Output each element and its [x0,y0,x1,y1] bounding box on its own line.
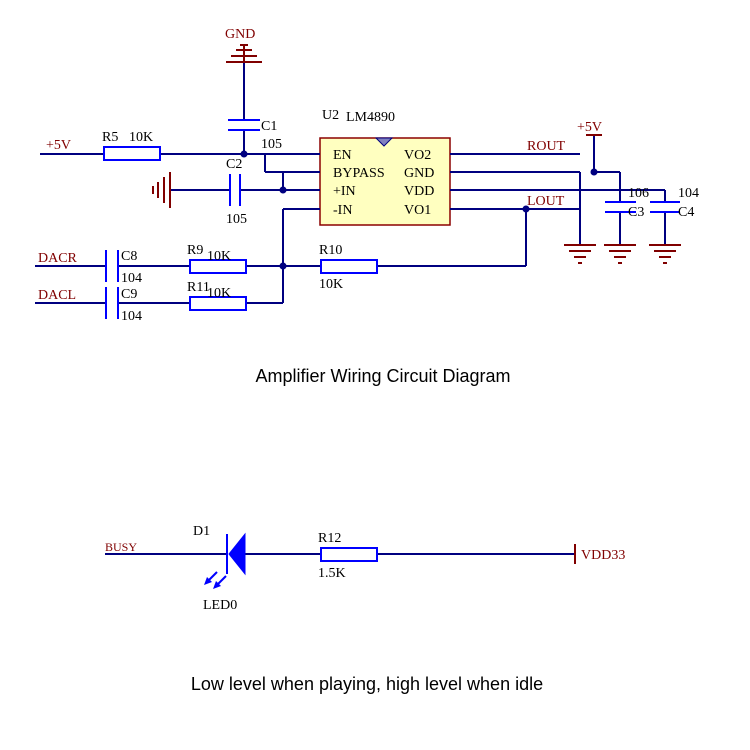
ic-pin-vdd: VDD [404,184,434,199]
r5-ref: R5 [102,130,118,145]
r9-value: 10K [207,249,231,264]
r9-ref: R9 [187,243,203,258]
capacitor-c8: C8 104 [105,249,142,286]
gnd-symbol-c4 [649,244,681,264]
indicator-caption: Low level when playing, high level when … [191,674,543,694]
c3-ref: C3 [628,205,644,220]
c1-value: 105 [261,137,282,152]
ic-pin-bypass: BYPASS [333,166,385,181]
capacitor-c3: 106 C3 [605,186,649,220]
gnd-symbol-c3 [604,244,636,264]
gnd-symbol-top: GND [225,27,262,63]
c9-ref: C9 [121,287,137,302]
dacr-label: DACR [38,251,78,266]
c4-ref: C4 [678,205,694,220]
ic-pin-plus-in: +IN [333,184,356,199]
c8-value: 104 [121,271,142,286]
dacl-label: DACL [38,288,76,303]
resistor-r9: R9 10K [187,243,247,274]
c2-ref: C2 [226,157,242,172]
ic-designator: U2 [322,108,339,123]
plus5v-right-label: +5V [577,120,602,135]
r10-ref: R10 [319,243,342,258]
resistor-r12: R12 1.5K [318,531,378,581]
r10-value: 10K [319,277,343,292]
led-indicator-circuit: BUSY VDD33 [105,540,625,564]
ic-pin-minus-in: -IN [333,203,352,218]
resistor-r11: R11 10K [187,280,247,311]
d1-ref: D1 [193,524,210,539]
plus5v-left-label: +5V [46,138,71,153]
lout-label: LOUT [527,194,565,209]
r12-ref: R12 [318,531,341,546]
r11-value: 10K [207,286,231,301]
capacitor-c2: C2 105 [226,157,247,227]
r5-value: 10K [129,130,153,145]
ic-pin-gnd: GND [404,166,434,181]
gnd-label: GND [225,27,255,42]
c1-ref: C1 [261,119,277,134]
r11-ref: R11 [187,280,210,295]
capacitor-c1: C1 105 [228,119,282,152]
c8-ref: C8 [121,249,137,264]
led-d1: D1 LED0 [193,524,246,613]
gnd-symbol-left [152,172,171,208]
resistor-r5: R5 10K [102,130,161,161]
rout-label: ROUT [527,139,566,154]
c4-value: 104 [678,186,699,201]
r12-value: 1.5K [318,566,346,581]
amplifier-caption: Amplifier Wiring Circuit Diagram [255,366,510,386]
wires-left [35,62,527,304]
ic-pin-en: EN [333,148,352,163]
vdd33-label: VDD33 [581,548,625,563]
power-5v-right: +5V [577,120,602,136]
gnd-symbol-ic [564,244,596,264]
lm4890-ic: U2 LM4890 EN BYPASS +IN -IN VO2 GND VDD … [319,108,451,226]
d1-value: LED0 [203,598,237,613]
c3-value: 106 [628,186,649,201]
capacitor-c4: 104 C4 [650,186,699,220]
ic-pin-vo2: VO2 [404,148,431,163]
resistor-r10: R10 10K [319,243,378,292]
ic-pin-vo1: VO1 [404,203,431,218]
ic-part-number: LM4890 [346,110,395,125]
c9-value: 104 [121,309,142,324]
junctions [240,150,598,270]
capacitor-c9: C9 104 [105,287,142,324]
busy-label: BUSY [105,540,137,554]
c2-value: 105 [226,212,247,227]
wires-right [450,135,666,245]
